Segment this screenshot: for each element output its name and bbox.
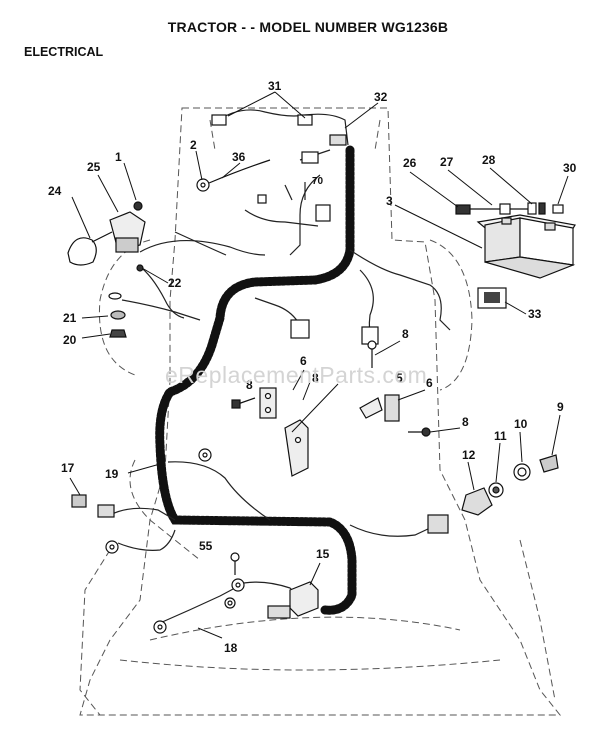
callout-12: 12 [462,448,476,462]
callout-2: 2 [190,138,197,152]
callout-26: 26 [403,156,417,170]
callout-27: 27 [440,155,454,169]
callout-33: 33 [528,307,542,321]
callout-17: 17 [61,461,75,475]
callout-31: 31 [268,79,282,93]
callout-28: 28 [482,153,496,167]
callout-18: 18 [224,641,238,655]
relay [289,581,319,617]
brackets-and-switches [231,340,431,477]
callout-8-b: 8 [246,378,253,392]
callout-15: 15 [316,547,330,561]
callout-1: 1 [115,150,122,164]
page-title: TRACTOR - - MODEL NUMBER WG1236B [167,19,449,35]
watermark: eReplacementParts.com [165,362,428,388]
battery [476,214,576,279]
ring-terminals [105,159,271,634]
leader-lines [69,91,569,639]
callout-labels: 31 32 1 2 36 25 24 70 26 27 28 30 3 22 2… [48,79,577,655]
callout-6-b: 6 [426,376,433,390]
callout-22: 22 [168,276,182,290]
callout-30: 30 [563,161,577,175]
callout-19: 19 [105,467,119,481]
callout-3: 3 [386,194,393,208]
callout-5: 5 [396,371,403,385]
callout-10: 10 [514,417,528,431]
callout-9: 9 [557,400,564,414]
callout-21: 21 [63,311,77,325]
section-title: ELECTRICAL [24,45,104,59]
callout-25: 25 [87,160,101,174]
solenoid-assembly [67,201,146,338]
callout-55: 55 [199,539,213,553]
components [67,114,576,634]
callout-70: 70 [312,176,324,187]
coiled-wire-harness [155,145,357,615]
callout-8-a: 8 [402,327,409,341]
battery-hardware [455,202,564,215]
ignition-switch [461,454,559,516]
callout-20: 20 [63,333,77,347]
callout-11: 11 [494,429,507,443]
callout-8-d: 8 [462,415,469,429]
callout-32: 32 [374,90,388,104]
callout-24: 24 [48,184,62,198]
callout-8-c: 8 [312,371,319,385]
callout-6-a: 6 [300,354,307,368]
callout-36: 36 [232,150,246,164]
harness-connectors [71,114,449,534]
tractor-outline [79,107,562,716]
